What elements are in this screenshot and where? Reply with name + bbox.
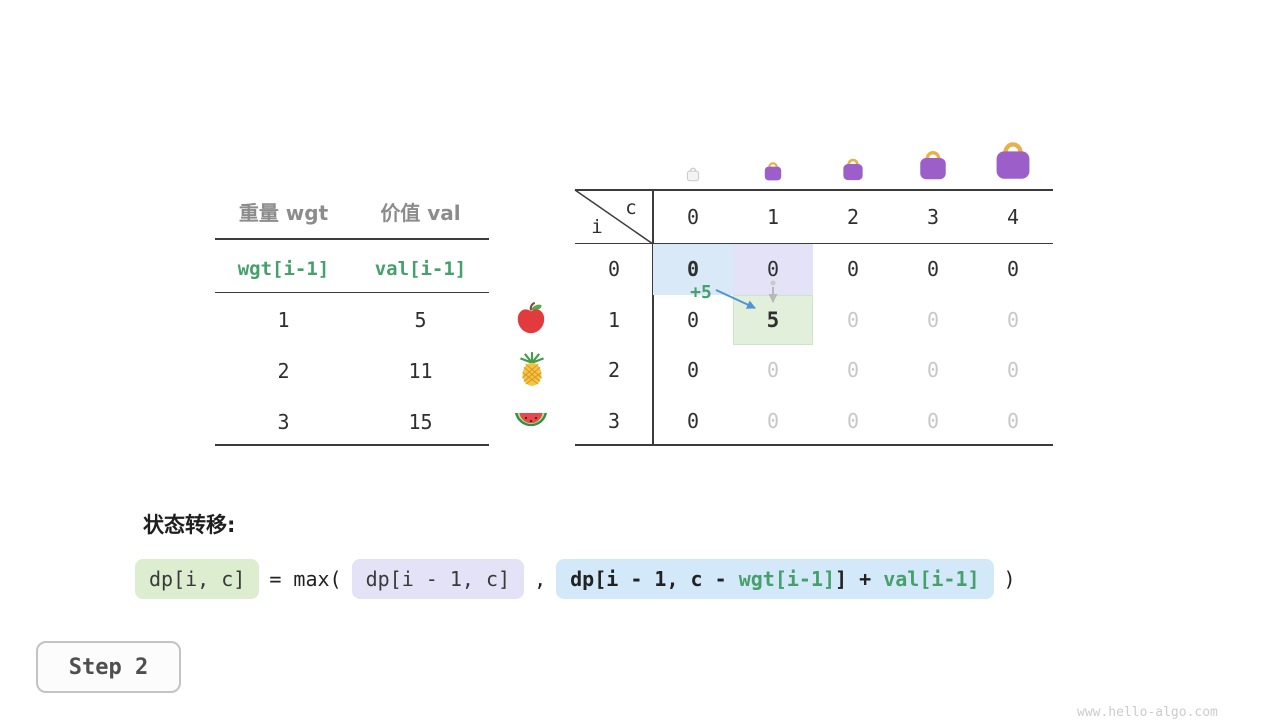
item-table-wgt-symbol: wgt[i-1]: [237, 258, 330, 280]
item-table-bottom-border: [215, 444, 489, 446]
formula-option-take: dp[i - 1, c - wgt[i-1]] + val[i-1]: [556, 559, 994, 599]
item-table-row: 2 11: [215, 356, 489, 386]
dp-cell: 0: [846, 257, 860, 282]
formula-take-mid: ] +: [835, 567, 884, 591]
dp-table-vertical-divider: [652, 189, 654, 446]
dp-cell: 0: [733, 244, 813, 295]
item-table-row: 1 5: [215, 305, 489, 335]
dp-cell: 0: [926, 408, 940, 433]
formula-take-wgt: wgt[i-1]: [738, 567, 836, 591]
dp-col-header: 1: [766, 205, 780, 229]
bag-capacity-1-icon: [764, 162, 782, 181]
bag-capacity-2-icon: [843, 158, 863, 181]
item-table-val-header: 价值 val: [380, 200, 461, 225]
dp-cell-grid: 0 0 0 0 0 0 5 0 0 0 0 0 0 0 0 0 0 0 0 0: [653, 244, 1053, 446]
dp-cell: 0: [926, 257, 940, 282]
formula-close-paren: ): [1003, 567, 1016, 591]
dp-col-headers: 0 1 2 3 4: [653, 190, 1053, 244]
item-val-value: 15: [408, 410, 433, 434]
dp-row-header: 2: [607, 358, 621, 383]
watermark: www.hello-algo.com: [1077, 705, 1218, 720]
step-badge: Step 2: [36, 641, 181, 693]
dp-corner-diagonal: [574, 189, 654, 245]
formula-lhs: dp[i, c]: [135, 559, 260, 599]
watermelon-icon: [515, 413, 547, 427]
dp-col-header: 4: [1006, 205, 1020, 229]
dp-table-bottom-border: [575, 444, 1053, 446]
dp-cell: 0: [846, 408, 860, 433]
dp-row-header: 1: [607, 307, 621, 332]
dp-table-top-border: [575, 189, 1053, 191]
formula-equals-max: = max(: [269, 567, 342, 591]
item-table-header-row: 重量 wgt 价值 val: [215, 196, 489, 226]
item-val-value: 5: [414, 308, 427, 332]
dp-row-header: 0: [607, 257, 621, 282]
dp-col-header: 2: [846, 205, 860, 229]
state-transition-heading: 状态转移:: [143, 513, 236, 537]
formula-option-keep: dp[i - 1, c]: [351, 559, 525, 599]
dp-cell: 0: [846, 358, 860, 383]
dp-cell: 0: [1006, 307, 1020, 332]
dp-col-axis-label: c: [625, 197, 637, 219]
item-wgt-value: 2: [277, 359, 290, 383]
dp-row-axis-label: i: [591, 216, 603, 238]
pineapple-icon: [520, 352, 544, 386]
apple-icon: [517, 301, 545, 334]
item-table-val-symbol: val[i-1]: [374, 258, 467, 280]
item-wgt-value: 1: [277, 308, 290, 332]
item-val-value: 11: [408, 359, 433, 383]
dp-table-header-divider: [575, 243, 1053, 244]
state-transition-formula: dp[i, c] = max( dp[i - 1, c] , dp[i - 1,…: [135, 559, 1016, 599]
transition-value-label: +5: [690, 282, 712, 303]
bag-capacity-3-icon: [920, 151, 946, 180]
item-table-symbol-row: wgt[i-1] val[i-1]: [215, 254, 489, 284]
dp-cell: 0: [846, 307, 860, 332]
dp-cell: 0: [686, 307, 700, 332]
dp-cell: 0: [686, 408, 700, 433]
dp-cell-current: 5: [733, 294, 813, 345]
item-table-symbol-divider: [215, 292, 489, 293]
bag-capacity-4-icon: [996, 142, 1030, 179]
dp-cell: 0: [1006, 358, 1020, 383]
dp-row-headers: 0 1 2 3: [575, 244, 653, 446]
item-table-row: 3 15: [215, 407, 489, 437]
dp-row-header: 3: [607, 408, 621, 433]
formula-take-val: val[i-1]: [883, 567, 980, 591]
dp-cell: 0: [686, 358, 700, 383]
dp-cell: 0: [926, 307, 940, 332]
item-table-wgt-header: 重量 wgt: [238, 200, 329, 225]
item-table-header-divider: [215, 238, 489, 240]
dp-col-header: 3: [926, 205, 940, 229]
dp-cell: 0: [1006, 408, 1020, 433]
dp-cell: 0: [766, 358, 780, 383]
dp-cell: 0: [766, 408, 780, 433]
dp-col-header: 0: [686, 205, 700, 229]
bag-capacity-0-icon: [686, 167, 700, 182]
formula-take-prefix: dp[i - 1, c -: [570, 567, 739, 591]
formula-comma: ,: [534, 567, 547, 591]
item-wgt-value: 3: [277, 410, 290, 434]
dp-cell: 0: [653, 244, 733, 295]
dp-cell: 0: [926, 358, 940, 383]
dp-cell: 0: [1006, 257, 1020, 282]
